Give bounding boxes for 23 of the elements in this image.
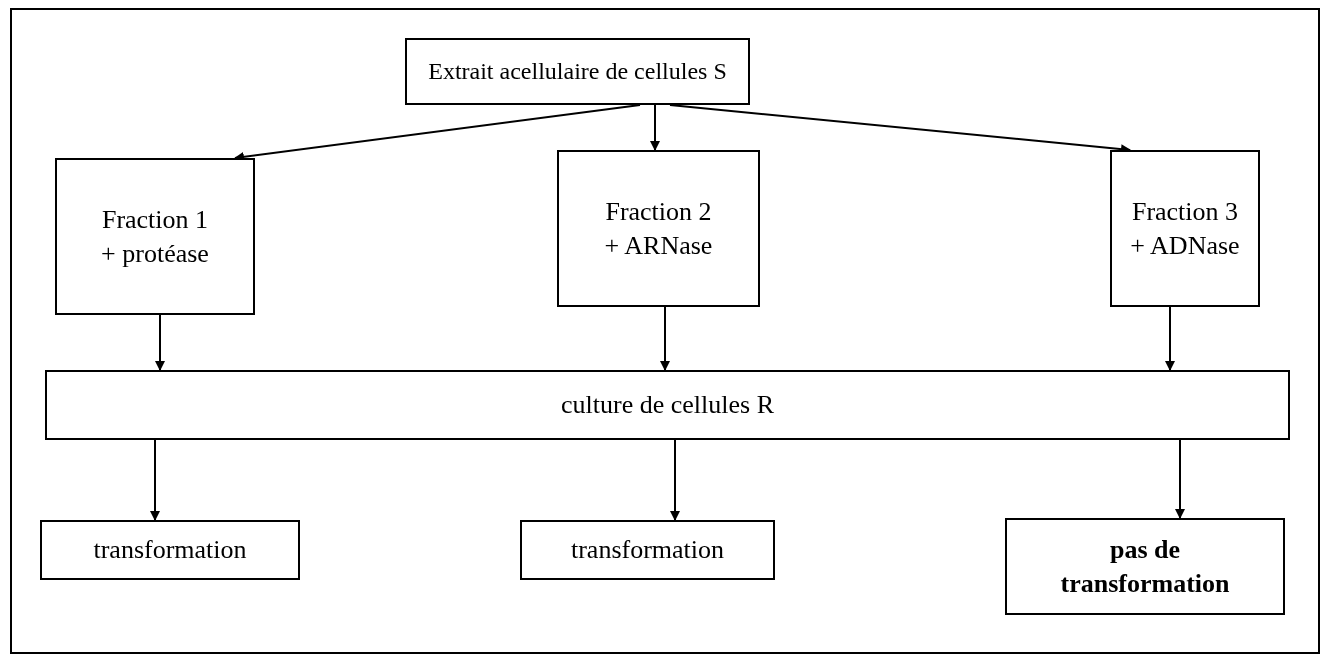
arrow (150, 439, 160, 521)
arrow (155, 314, 165, 371)
box-text: Extrait acellulaire de cellules S (428, 56, 727, 86)
box-text: transformation (93, 534, 247, 567)
arrow (660, 306, 670, 371)
arrow (670, 439, 680, 521)
process-box (45, 370, 1290, 440)
box-text: Fraction 3 + ADNase (1130, 195, 1240, 262)
box-text: culture de cellules R (561, 389, 774, 422)
process-box (557, 150, 760, 307)
process-box (55, 158, 255, 315)
arrow (650, 104, 660, 151)
arrow (1165, 306, 1175, 371)
process-box (40, 520, 300, 580)
process-box (405, 38, 750, 105)
process-box (520, 520, 775, 580)
box-text: Fraction 2 + ARNase (603, 195, 714, 262)
arrow (1175, 439, 1185, 519)
box-text: pas de transformation (1059, 533, 1231, 600)
box-text: transformation (570, 534, 725, 567)
process-box (1005, 518, 1285, 615)
process-box (1110, 150, 1260, 307)
box-text: Fraction 1 + protéase (100, 203, 210, 270)
